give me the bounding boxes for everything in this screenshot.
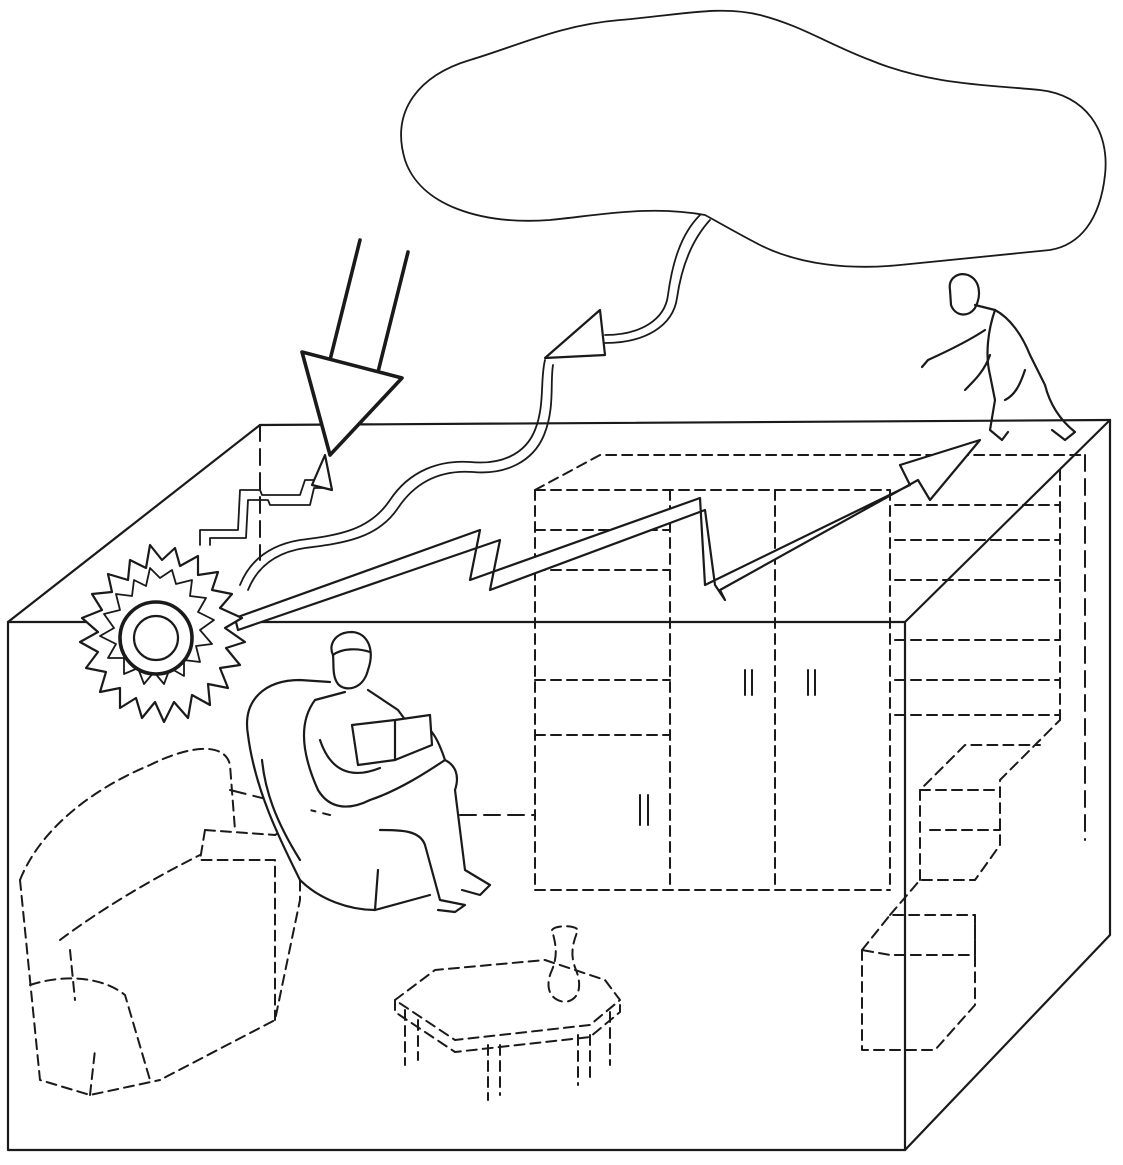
vase xyxy=(547,925,581,1003)
bookshelf xyxy=(894,469,1061,721)
room-right-bottom-edge xyxy=(903,418,1112,1152)
room-top-left-edge xyxy=(6,423,262,624)
step-channel xyxy=(199,479,326,546)
room-box xyxy=(6,418,1112,1152)
sofa xyxy=(19,747,301,1096)
armchair xyxy=(245,678,432,912)
explosion-core-inner xyxy=(132,614,180,662)
explosion-source xyxy=(78,543,247,724)
coffee-table xyxy=(394,959,621,1101)
incoming-arrow xyxy=(300,238,410,457)
wavy-channel-arrowhead xyxy=(543,308,607,360)
room-top-back-edge xyxy=(258,418,1112,427)
zigzag-arrow xyxy=(233,438,982,632)
rooftop-figure xyxy=(920,273,1077,442)
open-book xyxy=(350,713,434,767)
cabinet xyxy=(534,454,1086,891)
thought-cloud xyxy=(400,9,1107,268)
room-top-right-edge xyxy=(903,418,1112,624)
wavy-channel xyxy=(239,214,711,591)
reading-person xyxy=(303,630,492,914)
step-channel-arrowhead xyxy=(310,453,334,492)
staircase xyxy=(861,719,1061,1051)
reader-head xyxy=(330,630,372,690)
rooftop-figure-head xyxy=(948,273,981,316)
